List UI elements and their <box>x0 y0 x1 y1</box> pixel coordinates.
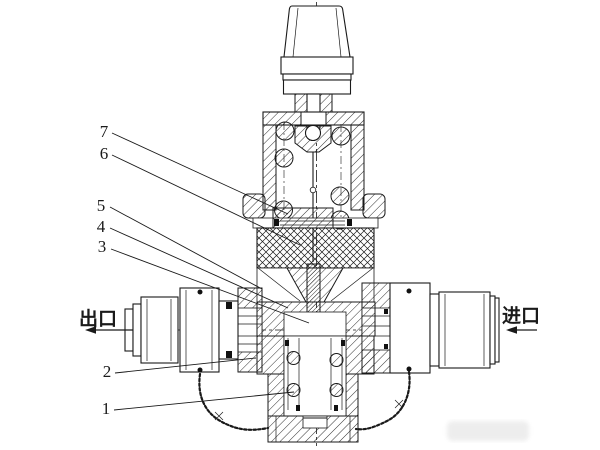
inlet-flange <box>389 282 431 374</box>
right-chain <box>354 370 411 431</box>
bonnet-left-wall <box>262 124 277 211</box>
bonnet-left-ear <box>242 193 266 219</box>
part-label-6: 6 <box>100 144 109 163</box>
outlet-fitting <box>124 287 239 373</box>
adjusting-knob <box>280 5 354 95</box>
inlet-label: 进口 <box>502 305 540 327</box>
part-labels: 7 6 5 4 3 2 1 <box>97 122 310 418</box>
inlet-arrow-icon <box>506 326 517 334</box>
inlet-union-nut <box>438 291 491 369</box>
chain-rivet-left-bottom <box>197 367 203 373</box>
left-chain-clasp <box>214 411 224 421</box>
inlet-fitting <box>389 282 500 374</box>
part-label-5: 5 <box>97 196 106 215</box>
bonnet-right-ear <box>362 193 386 219</box>
diaphragm-assembly <box>252 207 379 229</box>
safety-chains <box>198 370 411 431</box>
outlet-arrow-icon <box>85 326 96 334</box>
left-chain <box>198 372 270 431</box>
lower-spring-coils <box>286 351 344 397</box>
thrust-ball <box>304 124 322 142</box>
chain-rivet-right-top <box>406 288 412 294</box>
part-label-7: 7 <box>100 122 109 141</box>
part-label-2: 2 <box>103 362 112 381</box>
outlet-union-nut <box>179 287 220 373</box>
spring-bonnet <box>242 111 386 262</box>
outlet-label: 出口 <box>79 307 117 330</box>
faint-watermark <box>447 421 529 441</box>
lower-body <box>237 282 391 443</box>
part-label-4: 4 <box>97 217 106 236</box>
lower-spring-chamber <box>283 335 347 417</box>
flow-annotations: 出口 进口 <box>79 305 540 334</box>
part-label-3: 3 <box>98 237 107 256</box>
chain-rivet-left-top <box>197 289 203 295</box>
bonnet-right-wall <box>350 124 365 211</box>
chain-rivet-right-bottom <box>406 366 412 372</box>
part-label-1: 1 <box>102 399 111 418</box>
right-chain-clasp <box>394 399 404 409</box>
